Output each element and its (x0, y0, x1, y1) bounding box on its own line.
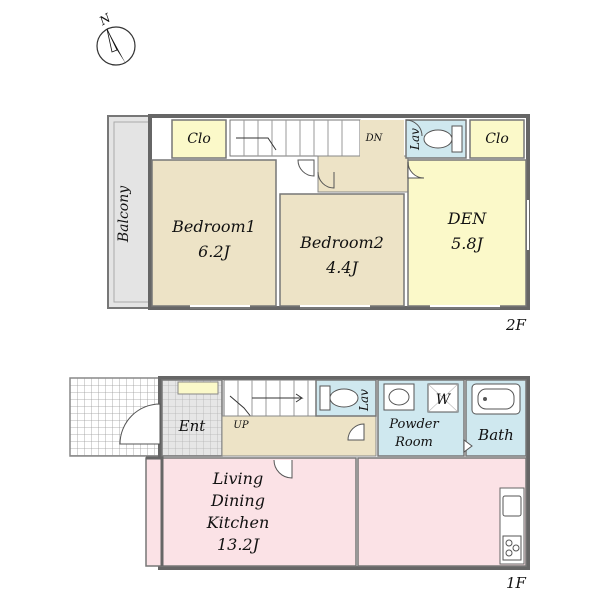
door-swing-toilet (405, 119, 423, 137)
shoe-cabinet (177, 381, 219, 395)
lav-label-1f: Lav (357, 389, 371, 412)
powder-room-line2: Room (394, 435, 433, 450)
door-swing-bedroom1 (297, 159, 315, 177)
powder-room-line1: Powder (388, 417, 439, 432)
hallway-2f (317, 155, 409, 193)
door-swing-entrance (119, 403, 161, 445)
closet-left-label: Clo (187, 131, 211, 147)
floor-2f: Balcony Clo Clo DN Lav Bedroom1 6.2J Bed… (107, 114, 530, 334)
compass-needle-icon (107, 29, 126, 64)
door-swing-bedroom2 (317, 171, 335, 189)
lav-label-2f: Lav (408, 128, 422, 151)
sink-icon (383, 383, 415, 411)
ldk-right (357, 457, 527, 567)
ldk-line3: Kitchen (206, 513, 270, 532)
bedroom1-room (151, 159, 277, 307)
bath-label: Bath (477, 426, 514, 444)
door-swing-den (407, 161, 425, 179)
balcony-label: Balcony (116, 185, 132, 243)
closet-right-2f (469, 119, 525, 159)
kitchen-counter (499, 487, 525, 565)
den-room (407, 159, 527, 307)
closet-left-2f (171, 119, 227, 159)
bathtub-icon (471, 383, 521, 415)
level-label-2f: 2F (505, 316, 527, 334)
ldk-left (145, 457, 357, 567)
stairs-2f (229, 119, 361, 157)
dn-label: DN (365, 133, 384, 144)
floor-1f: Ent UP Lav W Powder Room Bath Living Din… (69, 376, 530, 592)
stairs-1f (223, 379, 317, 419)
kitchen-sink-icon (502, 495, 522, 517)
door-swing-ldk (273, 459, 293, 479)
closet-right-label: Clo (485, 131, 509, 147)
ldk-size: 13.2J (217, 535, 261, 554)
stove-icon (502, 535, 522, 561)
ldk-line2: Dining (210, 491, 265, 510)
bedroom2-name: Bedroom2 (299, 233, 384, 252)
toilet-icon (319, 385, 359, 411)
entrance-label: Ent (178, 417, 207, 435)
washer-label: W (436, 392, 452, 408)
den-name: DEN (447, 209, 488, 228)
up-label: UP (233, 420, 248, 431)
bedroom2-size: 4.4J (325, 258, 359, 277)
toilet-icon (423, 125, 463, 153)
compass: N (96, 10, 136, 66)
compass-letter: N (96, 10, 113, 28)
bedroom1-size: 6.2J (198, 242, 231, 261)
door-swing-toilet-1f (347, 423, 365, 441)
bedroom1-name: Bedroom1 (171, 217, 256, 236)
den-size: 5.8J (451, 234, 484, 253)
level-label-1f: 1F (506, 574, 527, 592)
ldk-line1: Living (212, 469, 263, 488)
